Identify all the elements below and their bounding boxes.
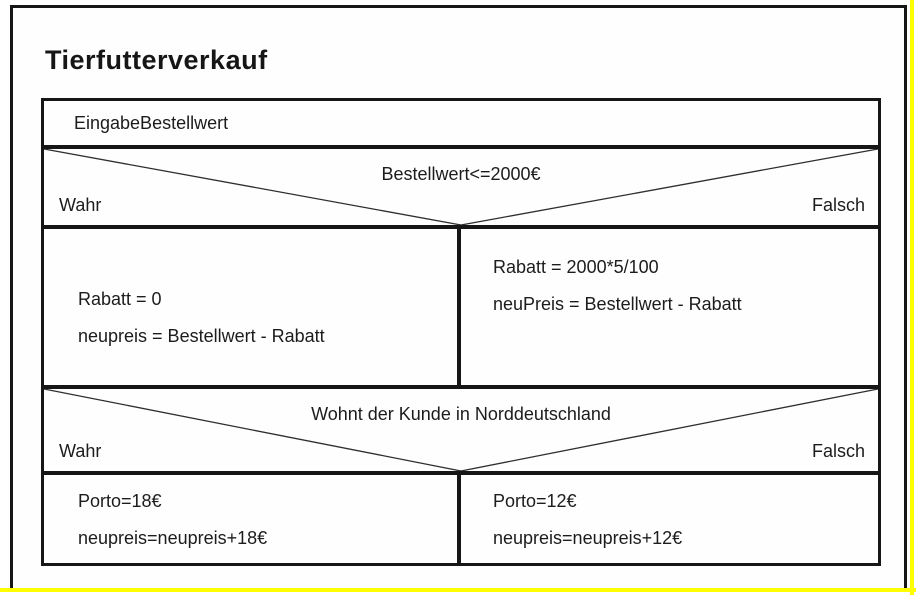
decision1-cell: Bestellwert<=2000€ Wahr Falsch (44, 149, 878, 229)
statement: neupreis=neupreis+18€ (78, 528, 268, 548)
decision2-branches: Porto=18€ neupreis=neupreis+18€ Porto=12… (44, 475, 878, 563)
decision1-triangle-lines (44, 149, 878, 225)
statement: Porto=12€ (493, 491, 577, 511)
decision1-true-label: Wahr (59, 195, 102, 215)
statement: neupreis=neupreis+12€ (493, 528, 683, 548)
decision2-true-label: Wahr (59, 441, 102, 461)
input-step-label: EingabeBestellwert (74, 113, 229, 133)
decision2-condition: Wohnt der Kunde in Norddeutschland (311, 404, 611, 424)
statement: Rabatt = 0 (78, 289, 162, 309)
statement: Porto=18€ (78, 491, 162, 511)
page-frame: Tierfutterverkauf EingabeBestellwert Bes… (10, 5, 907, 588)
decision2-triangle-lines (44, 389, 878, 471)
structogram: EingabeBestellwert Bestellwert<=2000€ Wa… (41, 98, 881, 566)
yellow-edge-bottom (0, 588, 916, 592)
page-title: Tierfutterverkauf (45, 45, 268, 75)
decision2-false-label: Falsch (811, 441, 865, 461)
decision2-false-branch: Porto=12€ neupreis=neupreis+12€ (461, 475, 878, 563)
decision1-true-branch: Rabatt = 0 neupreis = Bestellwert - Raba… (44, 229, 461, 385)
statement: neupreis = Bestellwert - Rabatt (78, 326, 325, 346)
statement: Rabatt = 2000*5/100 (493, 257, 659, 277)
yellow-edge-right (910, 0, 914, 595)
input-step-cell: EingabeBestellwert (44, 101, 878, 149)
decision2-true-branch: Porto=18€ neupreis=neupreis+18€ (44, 475, 461, 563)
decision1-condition: Bestellwert<=2000€ (381, 164, 541, 184)
decision1-false-label: Falsch (811, 195, 865, 215)
decision2-cell: Wohnt der Kunde in Norddeutschland Wahr … (44, 389, 878, 475)
decision1-false-branch: Rabatt = 2000*5/100 neuPreis = Bestellwe… (461, 229, 878, 385)
decision1-branches: Rabatt = 0 neupreis = Bestellwert - Raba… (44, 229, 878, 389)
statement: neuPreis = Bestellwert - Rabatt (493, 294, 742, 314)
